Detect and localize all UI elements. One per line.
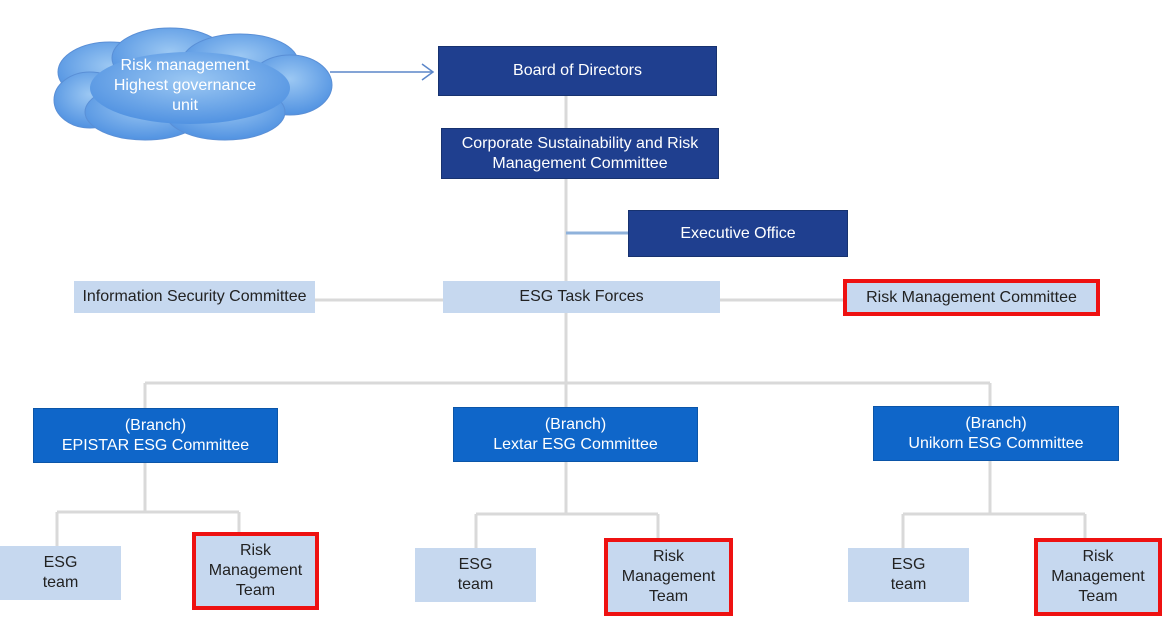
information-security-committee-box: Information Security Committee: [74, 281, 315, 313]
org-connectors: [55, 95, 1087, 548]
board-of-directors-box: Board of Directors: [438, 46, 717, 96]
esg-team-lextar: ESG team: [415, 548, 536, 602]
cloud-label: Risk management Highest governance unit: [113, 57, 257, 114]
risk-management-team-lextar: Risk Management Team: [604, 538, 733, 616]
esg-task-forces-box: ESG Task Forces: [443, 281, 720, 313]
branch-committee-epistar: (Branch) EPISTAR ESG Committee: [33, 408, 278, 463]
branch-committee-lextar: (Branch) Lextar ESG Committee: [453, 407, 698, 462]
csr-committee-box: Corporate Sustainability and Risk Manage…: [441, 128, 719, 179]
risk-management-team-unikorn: Risk Management Team: [1034, 538, 1162, 616]
esg-team-unikorn: ESG team: [848, 548, 969, 602]
branch-committee-unikorn: (Branch) Unikorn ESG Committee: [873, 406, 1119, 461]
cloud-shape: [53, 27, 333, 141]
executive-office-box: Executive Office: [628, 210, 848, 257]
cloud-to-board-arrow: [330, 63, 435, 81]
esg-team-epistar: ESG team: [0, 546, 121, 600]
risk-management-team-epistar: Risk Management Team: [192, 532, 319, 610]
risk-management-committee-box: Risk Management Committee: [843, 279, 1100, 316]
